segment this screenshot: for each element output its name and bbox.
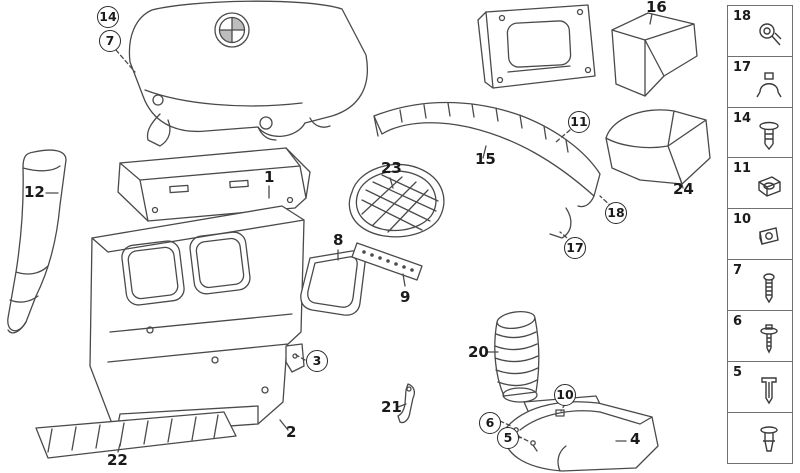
legend-item-6[interactable]: 6 [727,309,793,362]
mounting-plate-drawing [477,4,596,89]
callout-8[interactable]: 8 [333,231,344,249]
part-1-drawing [117,147,311,222]
screw-icon [753,270,785,306]
callout-22[interactable]: 22 [107,451,128,469]
expansion-rivet-icon [753,372,785,408]
part-12-drawing [7,149,67,334]
eyelet-clip-icon [753,16,785,52]
callout-18[interactable]: 18 [605,202,627,224]
legend-number: 7 [733,263,743,279]
callout-17[interactable]: 17 [564,237,586,259]
callout-20[interactable]: 20 [468,343,489,361]
part-23-drawing [348,163,445,238]
callout-21[interactable]: 21 [381,398,402,416]
callout-10[interactable]: 10 [554,384,576,406]
parts-diagram-canvas [7,0,711,472]
legend-item-14[interactable]: 14 [727,106,793,159]
fastener-legend: 18 17 14 11 [727,5,793,464]
engine-cover-drawing [128,0,368,147]
callout-6[interactable]: 6 [479,412,501,434]
callout-23[interactable]: 23 [381,159,402,177]
callout-4[interactable]: 4 [630,430,641,448]
callout-1[interactable]: 1 [264,168,275,186]
legend-number: 18 [733,9,752,24]
part-20-drawing [494,310,540,403]
legend-number: 11 [733,161,752,177]
diagram-area [7,0,711,472]
legend-item-5[interactable]: 5 [727,360,793,413]
washer-screw-icon [753,321,785,357]
legend-item-extra[interactable] [727,411,793,464]
callout-15[interactable]: 15 [475,150,496,168]
plastic-rivet-icon [753,423,785,459]
legend-item-10[interactable]: 10 [727,208,793,261]
legend-number: 6 [733,313,743,329]
leader-lines [45,13,684,453]
part-24-drawing [605,109,711,185]
legend-number: 17 [733,59,752,75]
legend-number: 14 [733,110,752,126]
legend-number: 5 [733,364,743,380]
part-9-drawing [351,242,423,281]
callout-9[interactable]: 9 [400,288,411,306]
cage-clip-icon [753,168,785,204]
part-22-drawing [35,411,237,459]
front-panel-drawing [89,205,305,435]
callout-24[interactable]: 24 [673,180,694,198]
legend-number: 10 [733,212,752,228]
part-15-drawing [373,101,601,239]
callout-7[interactable]: 7 [99,30,121,52]
blind-rivet-icon [753,118,785,154]
callout-14[interactable]: 14 [97,6,119,28]
callout-5[interactable]: 5 [497,427,519,449]
callout-11[interactable]: 11 [568,111,590,133]
part-21-drawing [397,383,415,424]
legend-item-18[interactable]: 18 [727,5,793,57]
callout-3[interactable]: 3 [306,350,328,372]
part-4-drawing [502,395,659,472]
legend-item-7[interactable]: 7 [727,259,793,312]
hose-clamp-icon [753,67,785,103]
legend-item-11[interactable]: 11 [727,157,793,210]
part-8-drawing [300,250,366,316]
callout-16[interactable]: 16 [646,0,667,16]
clip-nut-icon [753,219,785,255]
callout-2[interactable]: 2 [286,423,297,441]
callout-12[interactable]: 12 [24,183,45,201]
part-16-drawing [611,12,698,97]
legend-item-17[interactable]: 17 [727,55,793,108]
